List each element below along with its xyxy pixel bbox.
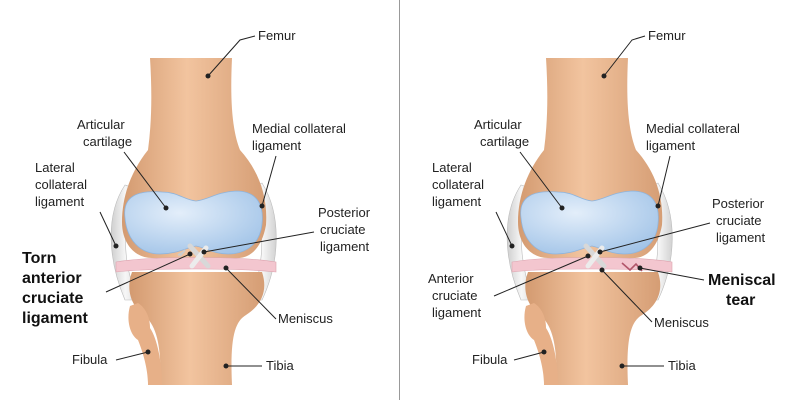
label-torn-acl-2: anterior — [22, 270, 82, 287]
torn-acl-fibers — [177, 249, 186, 257]
label-tibia-r: Tibia — [668, 358, 696, 373]
label-pcl-1: Posterior — [318, 205, 371, 220]
right-panel: Femur Articular cartilage Medial collate… — [428, 28, 776, 385]
label-tibia: Tibia — [266, 358, 294, 373]
leader-meniscus — [225, 267, 277, 320]
leader-articular-cartilage — [123, 151, 167, 209]
label-lcl-3: ligament — [35, 194, 85, 209]
dot-meniscus — [223, 265, 229, 271]
leader-lcl — [99, 211, 117, 247]
label-mcl-2: ligament — [252, 138, 302, 153]
dot-femur-r — [601, 73, 607, 79]
label-pcl-r-2: cruciate — [716, 213, 762, 228]
dot-articular-cartilage — [163, 205, 169, 211]
label-mcl-1: Medial collateral — [252, 121, 346, 136]
leader-pcl-r — [599, 222, 711, 253]
dot-mcl — [259, 203, 265, 209]
dot-pcl-r — [597, 249, 603, 255]
label-torn-acl-3: cruciate — [22, 290, 83, 307]
dot-tibia — [223, 363, 229, 369]
label-mcl-r-1: Medial collateral — [646, 121, 740, 136]
label-fibula: Fibula — [72, 352, 108, 367]
leader-femur — [207, 35, 256, 77]
dot-acl-r — [585, 253, 591, 259]
label-fibula-r: Fibula — [472, 352, 508, 367]
label-articular-cartilage-r-2: cartilage — [480, 134, 529, 149]
dot-meniscus-r — [599, 267, 605, 273]
dot-lcl — [113, 243, 119, 249]
dot-meniscal-tear — [637, 265, 643, 271]
label-articular-cartilage-r-1: Articular — [474, 117, 522, 132]
leader-articular-cartilage-r — [519, 151, 563, 209]
label-acl-r-1: Anterior — [428, 271, 474, 286]
label-lcl-1: Lateral — [35, 160, 75, 175]
left-knee-illustration — [111, 58, 276, 385]
label-pcl-3: ligament — [320, 239, 370, 254]
label-torn-acl-1: Torn — [22, 250, 56, 267]
label-acl-r-3: ligament — [432, 305, 482, 320]
label-meniscus: Meniscus — [278, 311, 333, 326]
label-lcl-r-2: collateral — [432, 177, 484, 192]
label-lcl-r-1: Lateral — [432, 160, 472, 175]
label-meniscus-r: Meniscus — [654, 315, 709, 330]
label-femur-r: Femur — [648, 28, 686, 43]
leader-pcl — [203, 231, 315, 253]
leader-meniscal-tear — [639, 267, 705, 281]
label-pcl-r-3: ligament — [716, 230, 766, 245]
right-knee-illustration — [507, 58, 672, 385]
dot-tibia-r — [619, 363, 625, 369]
label-articular-cartilage-2: cartilage — [83, 134, 132, 149]
label-femur: Femur — [258, 28, 296, 43]
left-panel: Femur Articular cartilage Medial collate… — [22, 28, 371, 385]
dot-fibula-r — [541, 349, 547, 355]
label-mcl-r-2: ligament — [646, 138, 696, 153]
leader-torn-acl — [105, 253, 191, 293]
leader-fibula — [115, 351, 149, 361]
label-pcl-r-1: Posterior — [712, 196, 765, 211]
label-torn-acl-4: ligament — [22, 310, 88, 327]
leader-mcl — [261, 155, 277, 207]
label-meniscal-tear-1: Meniscal — [708, 272, 776, 289]
dot-articular-cartilage-r — [559, 205, 565, 211]
label-articular-cartilage-1: Articular — [77, 117, 125, 132]
label-acl-r-2: cruciate — [432, 288, 478, 303]
dot-torn-acl — [187, 251, 193, 257]
label-lcl-r-3: ligament — [432, 194, 482, 209]
leader-fibula-r — [513, 351, 545, 361]
leader-femur-r — [603, 35, 646, 77]
leader-lcl-r — [495, 211, 513, 247]
leader-acl-r — [493, 255, 589, 297]
dot-pcl — [201, 249, 207, 255]
dot-femur — [205, 73, 211, 79]
dot-mcl-r — [655, 203, 661, 209]
dot-lcl-r — [509, 243, 515, 249]
dot-fibula — [145, 349, 151, 355]
label-pcl-2: cruciate — [320, 222, 366, 237]
label-lcl-2: collateral — [35, 177, 87, 192]
leader-mcl-r — [657, 155, 671, 207]
label-meniscal-tear-2: tear — [726, 292, 755, 309]
leader-meniscus-r — [601, 269, 653, 323]
